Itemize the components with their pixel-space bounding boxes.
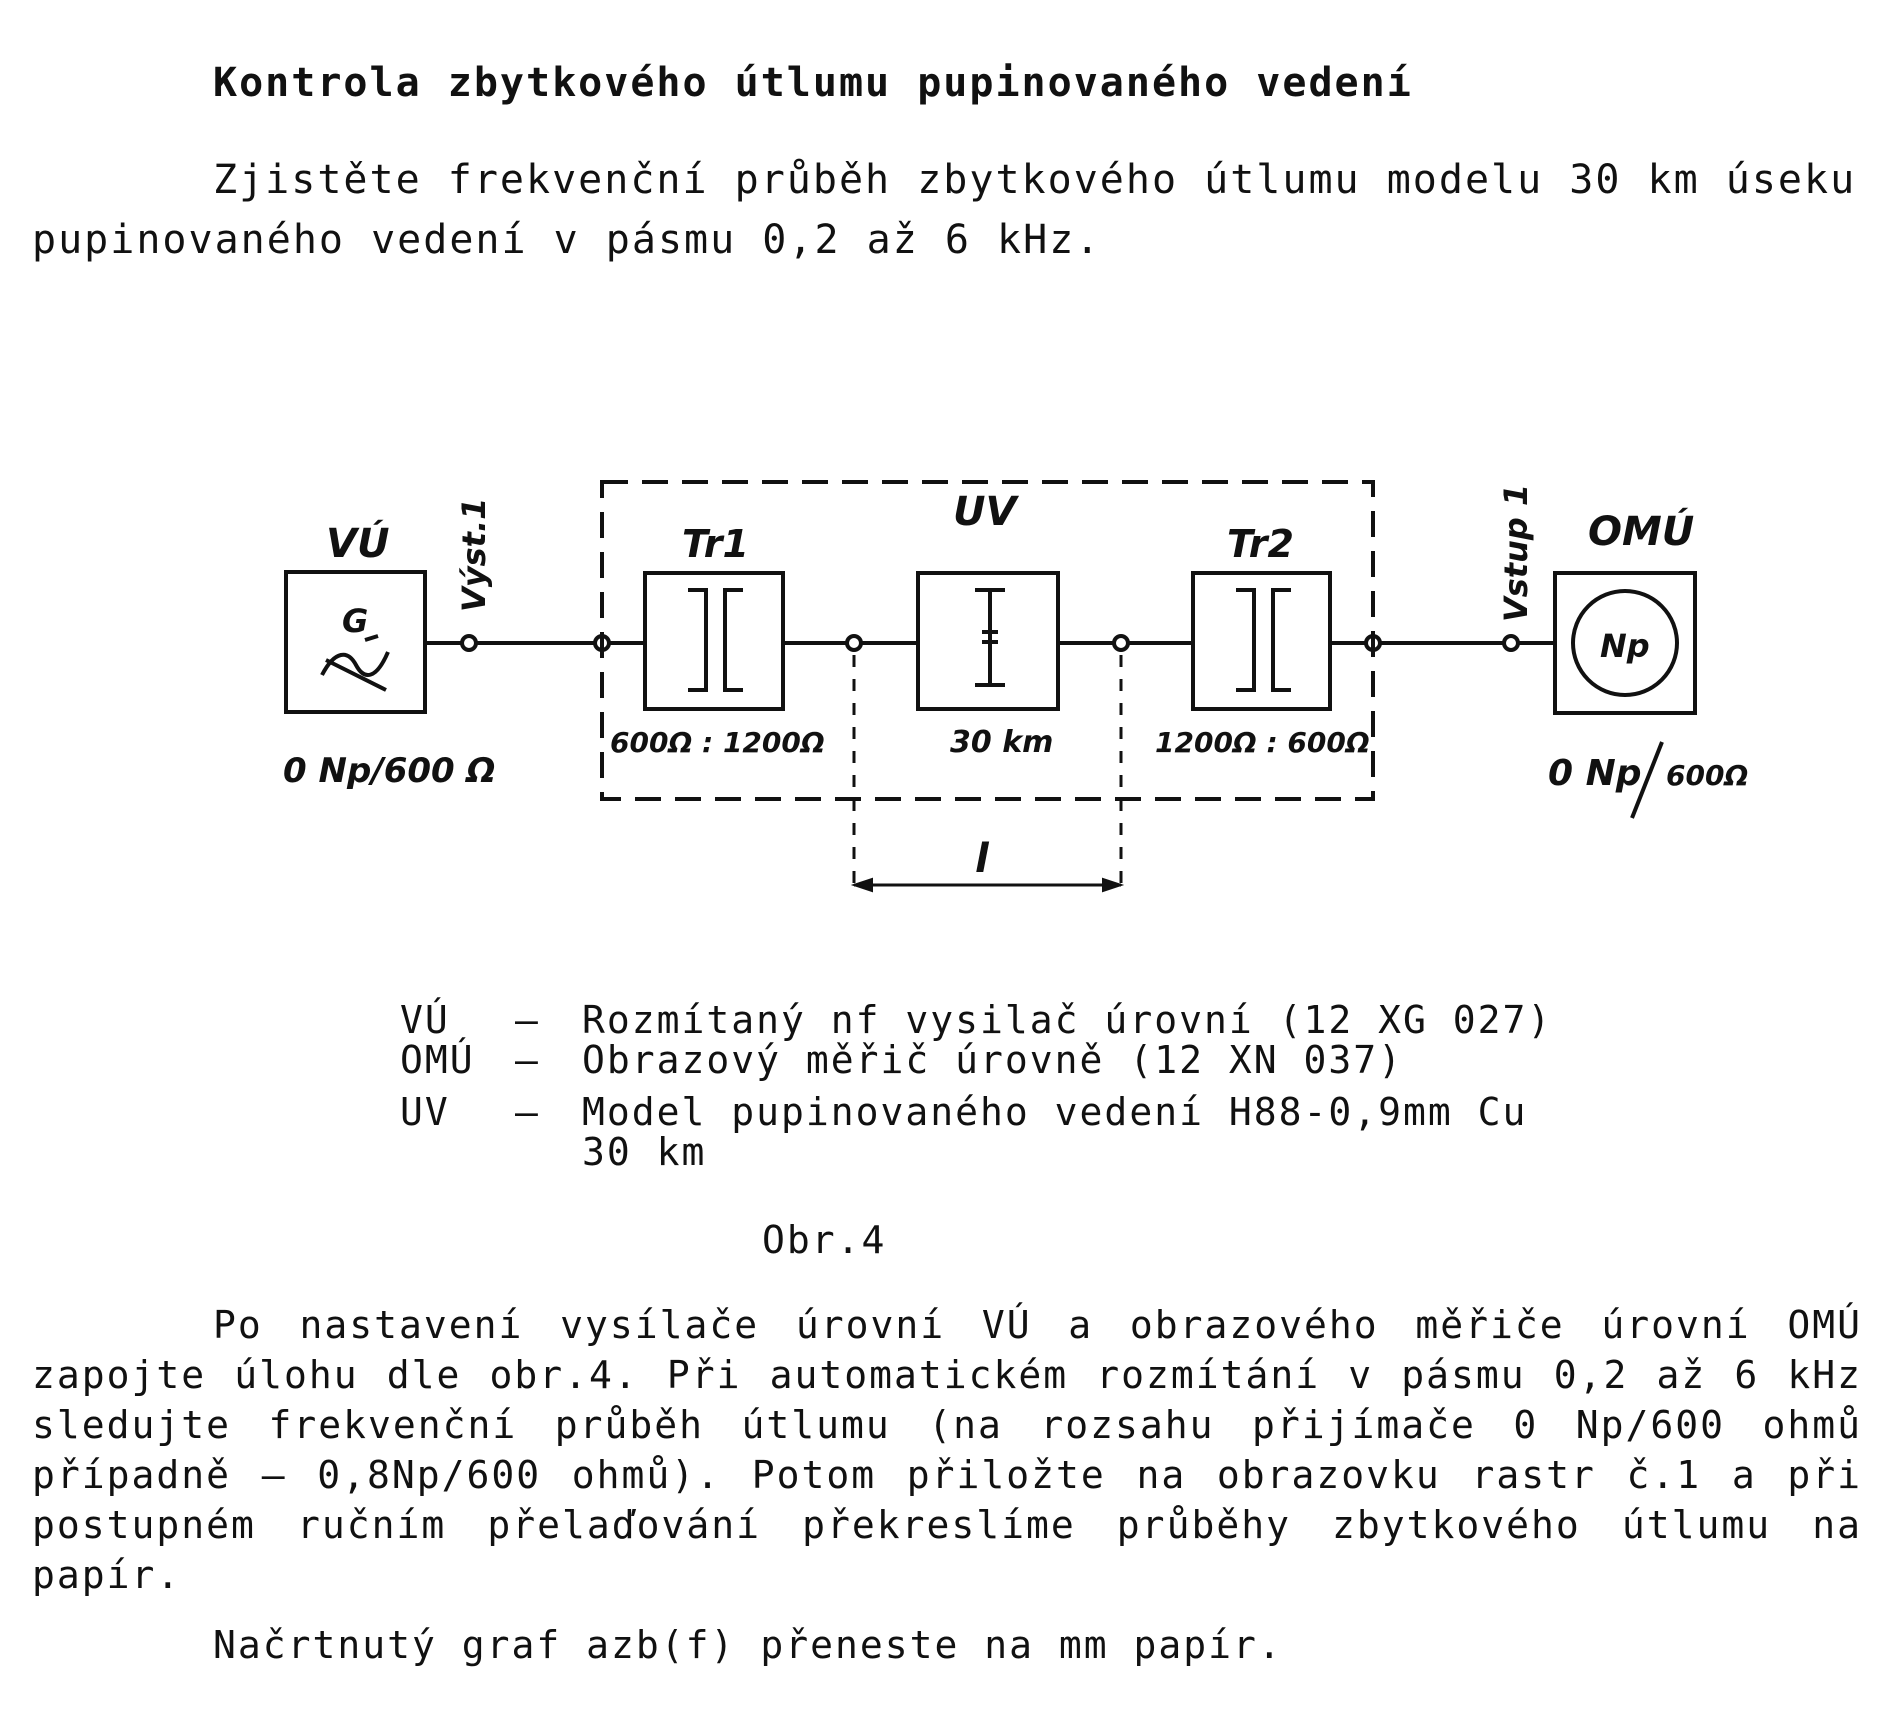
vu-label: VÚ bbox=[326, 519, 389, 567]
intro-paragraph: Zjistěte frekvenční průběh zbytkového út… bbox=[32, 150, 1862, 270]
legend-item: OMÚ – Obrazový měřič úrovně (12 XN 037) bbox=[400, 1038, 1403, 1082]
tr1-ratio: 600Ω : 1200Ω bbox=[610, 726, 825, 759]
meter-box bbox=[1553, 571, 1697, 715]
vu-level: 0 Np/600 Ω bbox=[283, 751, 495, 791]
input-terminal bbox=[1502, 634, 1520, 652]
legend-item: VÚ – Rozmítaný nf vysilač úrovní (12 XG … bbox=[400, 998, 1553, 1042]
uv-enclosure bbox=[600, 480, 1375, 801]
meter-dial bbox=[1571, 589, 1679, 697]
legend-item: UV – Model pupinovaného vedení H88-0,9mm… bbox=[400, 1090, 1528, 1174]
generator-box bbox=[284, 570, 427, 714]
figure-label: Obr.4 bbox=[762, 1218, 887, 1262]
omu-level-ohm: 600Ω bbox=[1666, 759, 1748, 792]
final-instruction: Načrtnutý graf azb(f) přeneste na mm pap… bbox=[213, 1623, 1283, 1667]
tr1-label: Tr1 bbox=[682, 522, 749, 566]
omu-label: OMÚ bbox=[1588, 507, 1694, 555]
tr2-box bbox=[1191, 571, 1332, 711]
output-label: Výst.1 bbox=[455, 498, 493, 612]
tr2-label: Tr2 bbox=[1227, 522, 1294, 566]
sweep-icon bbox=[320, 651, 390, 677]
input-label: Vstup 1 bbox=[1497, 484, 1535, 622]
uv-label: UV bbox=[953, 489, 1019, 535]
meter-symbol: Np bbox=[1600, 627, 1650, 665]
intro-text: Zjistěte frekvenční průběh zbytkového út… bbox=[32, 157, 1883, 263]
instructions-text: Po nastavení vysílače úrovní VÚ a obrazo… bbox=[32, 1303, 1862, 1597]
legend: VÚ – Rozmítaný nf vysilač úrovní (12 XG … bbox=[400, 1000, 1782, 1172]
instructions-paragraph: Po nastavení vysílače úrovní VÚ a obrazo… bbox=[32, 1300, 1862, 1600]
line-output-node bbox=[1112, 634, 1130, 652]
length-label: l bbox=[975, 836, 990, 882]
line-input-node bbox=[845, 634, 863, 652]
omu-level-np: 0 Np bbox=[1548, 753, 1641, 794]
uv-length: 30 km bbox=[950, 725, 1053, 760]
tr1-box bbox=[643, 571, 785, 711]
document-title: Kontrola zbytkového útlumu pupinovaného … bbox=[213, 60, 1413, 106]
generator-symbol: G bbox=[342, 602, 368, 640]
output-terminal bbox=[460, 634, 478, 652]
tr2-ratio: 1200Ω : 600Ω bbox=[1155, 726, 1370, 759]
